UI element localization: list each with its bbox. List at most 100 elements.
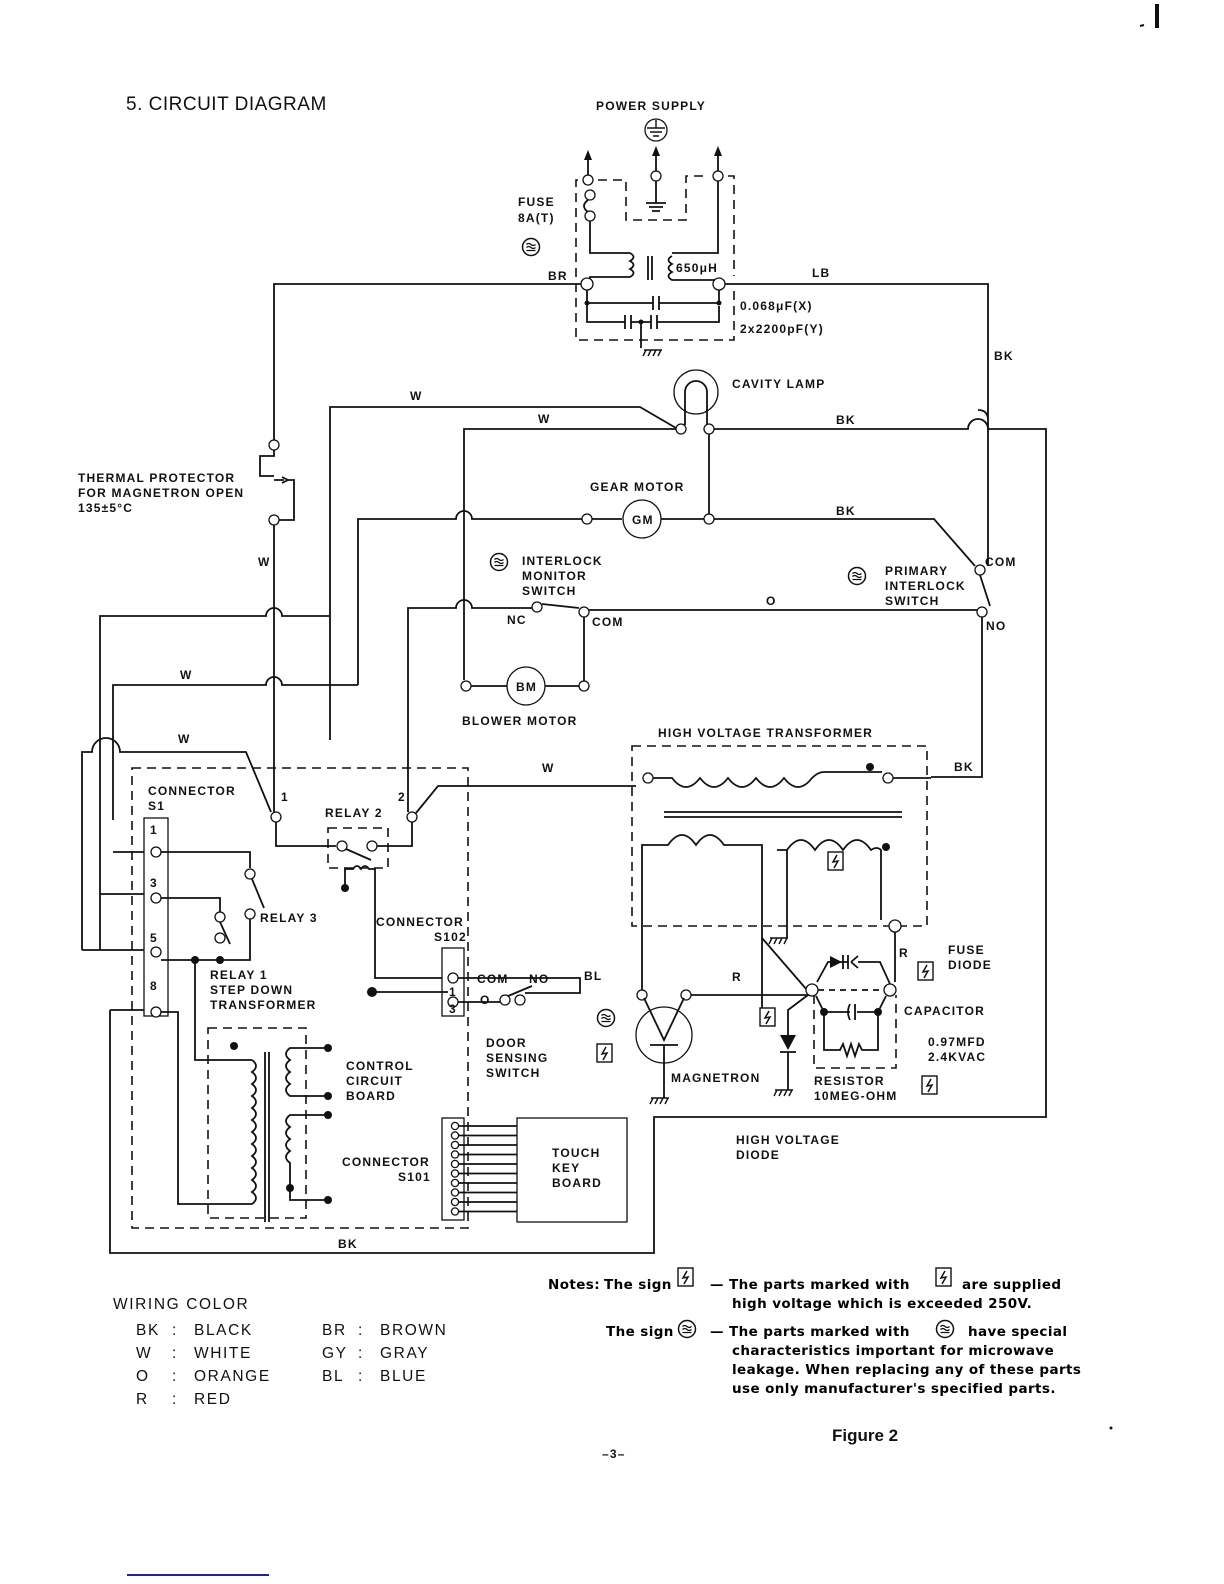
wire-label-lb: LB [812,266,830,280]
legend-name: BLACK [194,1322,253,1339]
special-characteristic-icon [677,1319,697,1339]
legend-name: BROWN [380,1322,447,1339]
page-rule [127,1574,269,1576]
touch-key-label-3: BOARD [552,1176,602,1190]
primary-interlock-label-3: SWITCH [885,594,940,608]
wiring-color-title: WIRING COLOR [113,1296,249,1313]
relay-pin-2-label: 2 [398,790,406,804]
s102-pin-3: 3 [449,1002,457,1016]
connector-s101-label-2: S101 [398,1170,431,1184]
special-characteristic-icon [935,1319,955,1339]
special-characteristic-icon [847,566,867,586]
legend-code: BL [322,1368,344,1385]
control-board-label-1: CONTROL [346,1059,414,1073]
legend-code: GY [322,1345,348,1362]
hv-note-line-1: — The parts marked with [710,1277,910,1293]
s1-pin-5: 5 [150,931,158,945]
interlock-monitor-label-2: MONITOR [522,569,587,583]
s101-pin [450,1121,460,1131]
fuse-label: FUSE [518,195,555,209]
s1-pin-3: 3 [150,876,158,890]
special-note-line-1: — The parts marked with [710,1324,910,1340]
connector-s1-label-2: S1 [148,799,165,813]
wire-label-bk-2: BK [836,504,856,518]
page-number: –3– [602,1447,626,1461]
power-supply-label: POWER SUPPLY [596,99,706,113]
hv-sign-intro: The sign [604,1277,672,1293]
capacitor-label: CAPACITOR [904,1004,985,1018]
control-board-label-3: BOARD [346,1089,396,1103]
wire-label-bk-right: BK [994,349,1014,363]
supply-arrows [584,146,722,176]
legend-code: BR [322,1322,347,1339]
special-note-line-3: leakage. When replacing any of these par… [732,1362,1081,1378]
high-voltage-warning-icon [677,1267,694,1287]
relay3-label: RELAY 3 [260,911,318,925]
s101-pin [450,1207,460,1216]
wire-label-br: BR [548,269,568,283]
wire-label-o: O [766,594,777,608]
scan-artifacts [1109,4,1159,1430]
thermal-protector-label-3: 135±5°C [78,501,133,515]
magnetron-label: MAGNETRON [671,1071,760,1085]
high-voltage-warning-icon [827,851,844,871]
inductor-value: 650μH [676,261,718,275]
door-switch-label-3: SWITCH [486,1066,541,1080]
monitor-nc-label: NC [507,613,527,627]
y-capacitor-value: 2x2200pF(Y) [740,322,824,336]
wire-label-bl: BL [584,969,602,983]
door-switch-label-2: SENSING [486,1051,548,1065]
wire-label-w-5: W [178,732,191,746]
connector-s101-label-1: CONNECTOR [342,1155,430,1169]
fuse-diode-label-1: FUSE [948,943,985,957]
figure-label: Figure 2 [832,1426,898,1445]
legend-colon: : [172,1368,178,1385]
s1-pin-1: 1 [150,823,158,837]
wire-label-r-2: R [732,970,742,984]
s101-pin [450,1188,460,1197]
relay2-label: RELAY 2 [325,806,383,820]
touch-key-label-1: TOUCH [552,1146,600,1160]
door-com-label: COM [477,972,509,986]
high-voltage-warning-icon [596,1043,613,1063]
wire-label-bk-1: BK [836,413,856,427]
wire-label-w-6: W [542,761,555,775]
legend-colon: : [358,1345,364,1362]
monitor-com-label: COM [592,615,624,629]
cavity-lamp [673,369,719,425]
relay1-label-2: STEP DOWN [210,983,293,997]
high-voltage-warning-icon [935,1267,952,1287]
legend-colon: : [172,1391,178,1408]
s1-pin-8: 8 [150,979,158,993]
primary-com-label: COM [985,555,1017,569]
hv-note-line-1b: are supplied [962,1277,1061,1293]
wire-label-w-1: W [258,555,271,569]
legend-code: R [136,1391,149,1408]
legend-name: ORANGE [194,1368,271,1385]
gear-motor-label: GEAR MOTOR [590,480,684,494]
s102-pin-1: 1 [449,985,457,999]
hv-transformer-label: HIGH VOLTAGE TRANSFORMER [658,726,873,740]
gear-motor-symbol: GM [632,513,654,527]
blower-motor-symbol: BM [516,680,537,694]
s101-pin [450,1178,460,1188]
s101-pin [450,1140,460,1150]
special-characteristic-icon [489,552,509,572]
legend-code: O [136,1368,150,1385]
high-voltage-section: HIGH VOLTAGE TRANSFORMER BK R FUSE DIODE… [631,726,992,1162]
capacitor-rating-2: 2.4KVAC [928,1050,986,1064]
special-characteristic-icon [596,1008,616,1028]
fuse-diode-label-2: DIODE [948,958,992,972]
control-board-label-2: CIRCUIT [346,1074,403,1088]
wiring-color-legend: WIRING COLOR BK:BLACKW:WHITEO:ORANGER:RE… [113,1296,447,1408]
hv-note-line-2: high voltage which is exceeded 250V. [732,1296,1032,1312]
legend-name: WHITE [194,1345,252,1362]
resistor-label-2: 10MEG-OHM [814,1089,897,1103]
interlock-monitor-label-1: INTERLOCK [522,554,603,568]
s101-pin [450,1131,460,1140]
s101-pin [450,1150,460,1159]
power-supply-block: POWER SUPPLY 650μH FUSE 8A(T) [518,99,830,357]
connector-s102-label-2: S102 [434,930,467,944]
notes: Notes: The sign — The parts marked with … [548,1267,1081,1397]
legend-name: RED [194,1391,232,1408]
